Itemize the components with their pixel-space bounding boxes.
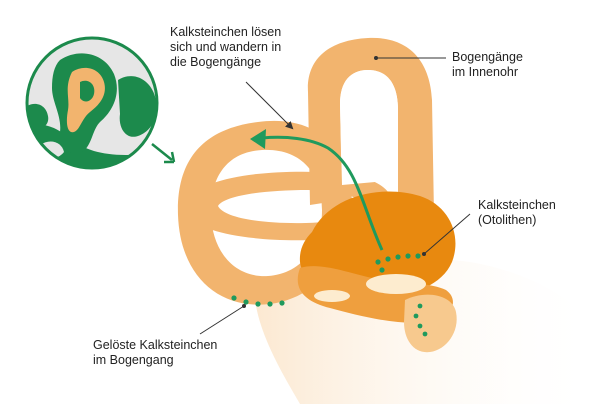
superior-semicircular-canal — [307, 37, 434, 229]
migration-path — [261, 135, 384, 251]
small-opening — [314, 290, 350, 302]
saccule-opening — [366, 274, 426, 294]
ear-inset — [25, 36, 159, 170]
superior-canal-inner — [340, 70, 398, 185]
label-semicircular-canals: Bogengänge im Innenohr — [452, 50, 523, 79]
label-loose-stones: Gelöste Kalksteinchen im Bogengang — [93, 338, 218, 367]
leader-stones-migrate — [245, 81, 294, 130]
inset-pointer-head — [164, 151, 176, 164]
leader-dot-loose — [242, 304, 246, 308]
label-stones-migrate: Kalksteinchen lösen sich und wandern in … — [170, 25, 282, 69]
label-otoliths: Kalksteinchen (Otolithen) — [478, 198, 556, 227]
leader-dot-canals — [374, 56, 378, 60]
duct-dots — [413, 303, 428, 337]
leader-otoliths — [423, 213, 471, 255]
inset-pointer-arrow — [151, 143, 173, 161]
leader-dot-otoliths — [422, 252, 426, 256]
leader-loose-stones — [199, 305, 245, 335]
migration-arrowhead — [250, 129, 266, 149]
cochlear-duct — [404, 294, 457, 353]
otolith-dots — [375, 253, 421, 273]
loose-stone-dots — [231, 295, 285, 307]
